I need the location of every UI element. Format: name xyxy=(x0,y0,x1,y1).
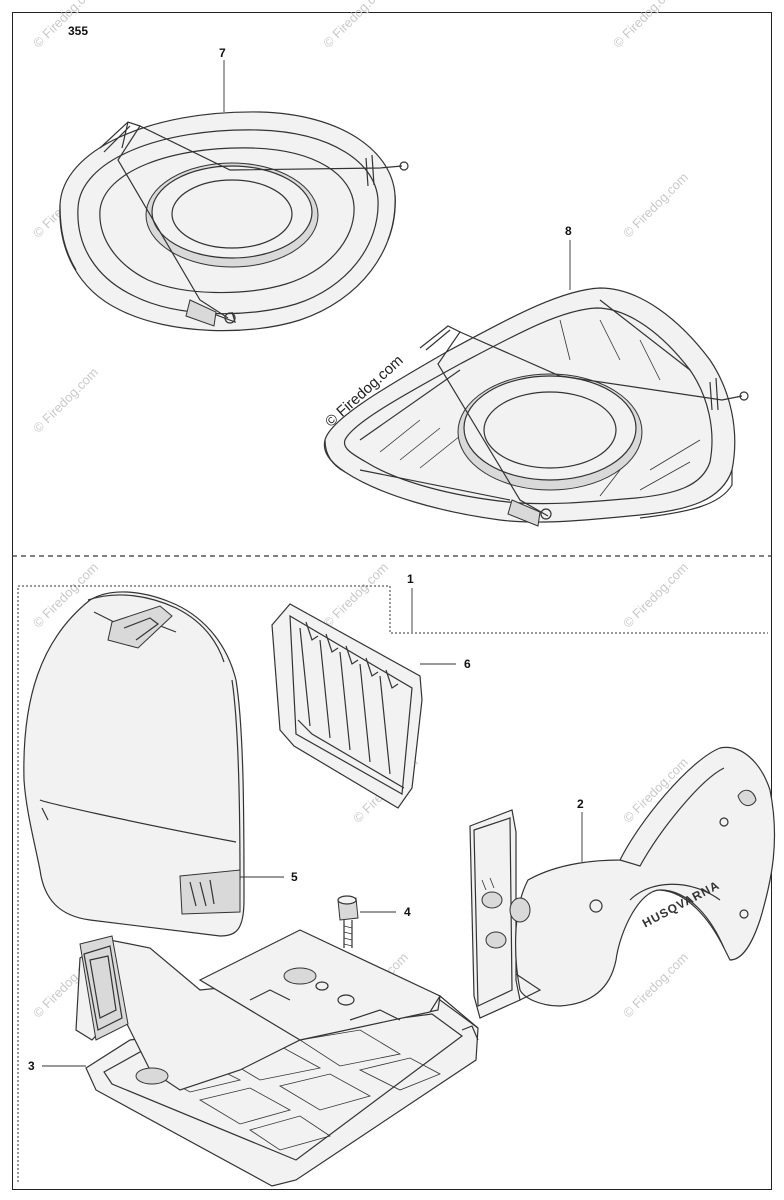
part-3-filter-base xyxy=(75,929,479,1187)
callout-5: 5 xyxy=(291,870,298,884)
kit-boundary xyxy=(17,585,768,1182)
callout-1: 1 xyxy=(407,572,414,586)
part-6-filter-element xyxy=(271,603,423,809)
callout-4: 4 xyxy=(404,905,411,919)
callout-6: 6 xyxy=(464,657,471,671)
page-number: 355 xyxy=(68,24,89,38)
part-4-screw xyxy=(337,895,359,948)
part-5-filter-cover xyxy=(23,591,245,937)
callout-3: 3 xyxy=(28,1059,35,1073)
drawing-frame xyxy=(12,12,772,1190)
callout-8: 8 xyxy=(565,224,572,238)
part-2-side-cover xyxy=(469,746,776,1019)
callout-7: 7 xyxy=(219,46,226,60)
part-7-cover xyxy=(59,111,409,332)
part-8-cover xyxy=(323,287,749,527)
callout-2: 2 xyxy=(577,797,584,811)
